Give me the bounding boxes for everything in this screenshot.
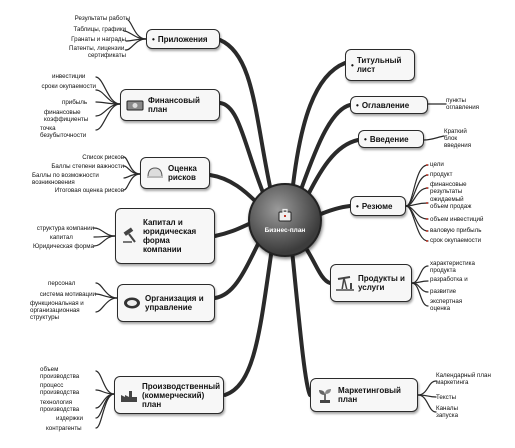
leaf: Таблицы, графики [73,26,126,33]
leaf: Баллы степени важности [51,163,124,170]
leaf: Каналы запуска [436,405,459,419]
leaf: функциональная и организационная структу… [30,300,84,321]
leaf: персонал [48,280,76,287]
leaf: сроки окупаемости [41,83,96,90]
leaf: пункты оглавления [446,97,480,111]
leaf: контрагенты [46,425,82,432]
leaf: срок окупаемости [430,237,482,244]
leaf: развитие [430,288,457,295]
branch-applications [218,38,274,198]
leaf: Баллы по возможности возникновения [32,172,99,186]
node-production[interactable]: Производственный (коммерческий) план [114,376,224,414]
leaf: финансовые результаты [430,181,467,195]
node-title: Оценка рисков [168,164,197,182]
node-finance[interactable]: Финансовый план [120,89,220,121]
leaf: Список рисков [82,154,124,161]
node-summary[interactable]: • Резюме [350,196,406,216]
node-risk[interactable]: Оценка рисков [140,157,210,189]
leaf: валовую прибыль [430,227,482,234]
leaf: Итоговая оценка рисков [54,187,124,194]
center-title: Бизнес-план [264,226,306,234]
node-title: Производственный (коммерческий) план [142,381,221,409]
leaf: продукт [430,171,453,178]
node-intro[interactable]: • Введение [358,130,424,148]
branch-title [290,61,347,196]
node-marketing[interactable]: Маркетинговый план [310,378,418,412]
leaf: инвестиции [52,73,86,80]
leaf: система мотивации [39,291,96,298]
leaf: Гранаты и награды [71,36,126,43]
branch-products [301,242,332,285]
leaf: Календарный план маркетинга [436,372,491,386]
leaf: процесс производства [40,382,80,396]
node-title: Продукты и услуги [358,274,405,292]
leaf: прибыль [62,99,88,106]
leaf: ожидаемый объем продаж [430,196,472,210]
node-capital[interactable]: Капитал и юридическая форма компании [115,208,215,264]
branch-toc [296,103,352,200]
branch-organization [213,234,264,300]
leaf: Тексты [436,394,457,401]
node-products[interactable]: Продукты и услуги [330,264,412,302]
plant-icon [316,386,334,404]
leaf: Юридическая форма [33,243,94,250]
node-title: Оглавление [361,100,410,110]
branch-intro [302,138,360,205]
helmet-icon [146,164,164,182]
node-title: Введение [369,134,409,144]
leaf: издержки [56,415,83,422]
gavel-icon [121,227,139,245]
node-title: Финансовый план [148,96,200,114]
leaf: структура компании [36,225,94,232]
branch-production [223,246,274,397]
leaf: разработка и [430,276,468,283]
leaf: экспертная оценка [430,298,463,312]
briefcase-icon [277,207,293,223]
node-title-page[interactable]: • Титульный лист [345,49,415,81]
leaf: Краткий блок введения [444,128,472,149]
leaf: объем производства [40,366,80,380]
leaf: финансовые коэффициенты [44,109,89,123]
node-title: Титульный лист [356,56,402,74]
node-toc[interactable]: • Оглавление [350,96,428,114]
leaf: капитал [50,234,73,241]
leaf: характеристика продукта [430,260,475,274]
branch-marketing [290,248,312,397]
center-node: Бизнес-план [248,183,322,257]
oil-pump-icon [336,274,354,292]
node-title: Организация и управление [145,294,204,312]
leaf: Патенты, лицензии, сертификаты [69,45,126,59]
factory-icon [120,386,138,404]
leaf: технология производства [40,399,80,413]
branch-finance [218,101,268,202]
node-title: Капитал и юридическая форма компании [143,218,197,254]
leaf: объем инвестиций [430,216,484,223]
node-applications[interactable]: • Приложения [146,29,220,49]
org-icon [123,294,141,312]
node-title: Резюме [361,201,393,211]
node-organization[interactable]: Организация и управление [117,284,215,322]
leaf: Результаты работы [74,15,130,22]
money-icon [126,96,144,114]
leaf: точка безубыточности [40,125,87,139]
node-title: Маркетинговый план [338,386,401,404]
leaf: цели [430,161,444,168]
node-title: Приложения [157,34,208,44]
